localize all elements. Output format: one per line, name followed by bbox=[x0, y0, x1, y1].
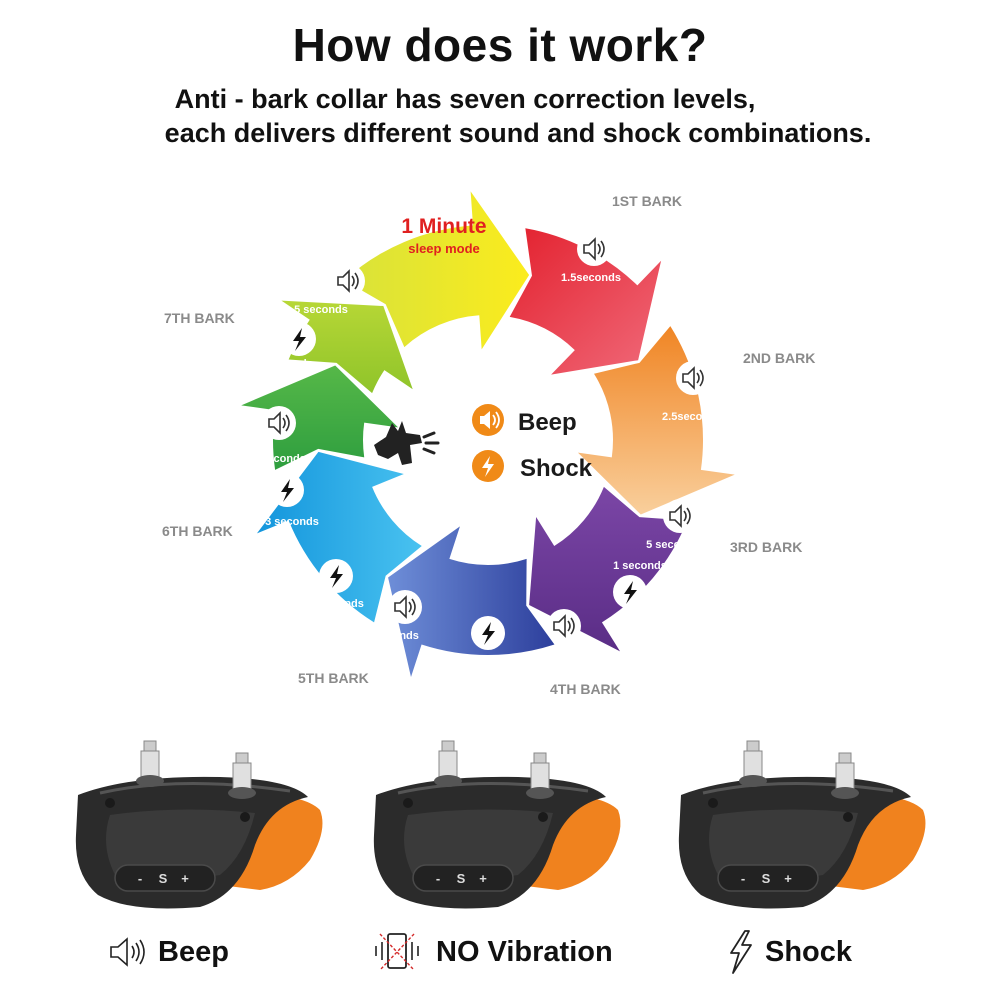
collar-device-beep: - S + bbox=[70, 735, 330, 915]
collar-button-label: - bbox=[138, 871, 142, 886]
mode-shock: Shock bbox=[725, 930, 852, 974]
bark-4-label: 4TH BARK bbox=[550, 681, 621, 697]
bark-7-shock-icon bbox=[282, 322, 316, 356]
bark-1-beep-duration: 1.5seconds bbox=[561, 272, 621, 284]
bark-6-beep-duration: 5 seconds bbox=[252, 453, 306, 465]
bark-1-arrow bbox=[509, 228, 662, 375]
barking-dog-icon bbox=[374, 421, 440, 465]
mode-beep-label: Beep bbox=[158, 935, 229, 968]
bark-4-arrow bbox=[388, 526, 555, 678]
collar-button-label: + bbox=[181, 871, 189, 886]
mode-shock-label: Shock bbox=[765, 935, 853, 968]
bark-7-label: 7TH BARK bbox=[164, 310, 235, 326]
bark-5-label: 5TH BARK bbox=[298, 670, 369, 686]
mode-no-vibration-label: NO Vibration bbox=[436, 935, 613, 968]
bark-4-beep-icon bbox=[547, 609, 581, 643]
collar-device-shock: - S + bbox=[673, 735, 933, 915]
bark-2-arrow bbox=[577, 326, 735, 515]
bark-1-beep-icon bbox=[577, 232, 611, 266]
bark-3-shock-icon bbox=[613, 575, 647, 609]
bark-3-shock-duration: 1 seconds bbox=[613, 560, 667, 572]
sleep-mode-label: sleep mode bbox=[408, 241, 480, 256]
sleep-duration-label: 1 Minute bbox=[401, 215, 486, 238]
bark-3-beep-duration: 5 seconds bbox=[646, 539, 700, 551]
bark-1-label: 1ST BARK bbox=[612, 193, 682, 209]
mode-beep: Beep bbox=[108, 930, 229, 974]
bark-3-beep-icon bbox=[663, 499, 697, 533]
bark-2-label: 2ND BARK bbox=[743, 350, 815, 366]
bark-7-shock-duration: 4 seconds bbox=[259, 358, 313, 370]
bark-6-arrow bbox=[241, 365, 399, 470]
legend-shock-icon bbox=[472, 450, 504, 482]
no-vibration-icon bbox=[375, 933, 419, 971]
bark-cycle-diagram: 1 Minute sleep mode 1.5seconds 1ST BARK 2.5s… bbox=[162, 191, 815, 697]
bark-6-label: 6TH BARK bbox=[162, 523, 233, 539]
page-title: How does it work? bbox=[292, 19, 708, 71]
legend-beep-icon bbox=[472, 404, 504, 436]
sleep-mode-arrow bbox=[344, 191, 530, 350]
legend-shock-label: Shock bbox=[520, 455, 593, 482]
bark-7-beep-icon bbox=[331, 264, 365, 298]
subtitle-line-1: Anti - bark collar has seven correction … bbox=[174, 84, 756, 114]
mode-no-vibration: NO Vibration bbox=[368, 930, 613, 974]
bark-5-beep-icon bbox=[388, 590, 422, 624]
collar-device-no-vibration: - S + bbox=[368, 735, 628, 915]
bark-4-shock-duration: 1.5 seconds bbox=[461, 655, 524, 667]
collar-button-label: S bbox=[159, 871, 168, 886]
bark-5-beep-duration: 5 seconds bbox=[365, 630, 419, 642]
bark-3-label: 3RD BARK bbox=[730, 539, 802, 555]
lightning-outline-icon bbox=[730, 930, 752, 974]
bark-7-arrow bbox=[281, 300, 413, 394]
collar-button-label: - bbox=[436, 871, 440, 886]
speaker-outline-icon bbox=[110, 937, 145, 967]
collar-button-label: + bbox=[479, 871, 487, 886]
collar-button-label: S bbox=[457, 871, 466, 886]
bark-5-shock-icon bbox=[319, 559, 353, 593]
bark-4-shock-icon bbox=[471, 616, 505, 650]
bark-5-shock-duration: 2 seconds bbox=[310, 598, 364, 610]
bark-7-beep-duration: 5 seconds bbox=[294, 304, 348, 316]
collar-button-label: - bbox=[741, 871, 745, 886]
bark-6-beep-icon bbox=[262, 406, 296, 440]
bark-4-beep-duration: 5 seconds bbox=[534, 651, 588, 663]
collar-button-label: + bbox=[784, 871, 792, 886]
cycle-labels: 1 Minute sleep mode 1.5seconds 1ST BARK 2.5s… bbox=[162, 193, 815, 697]
cycle-arrows bbox=[241, 191, 735, 678]
collar-button-label: S bbox=[762, 871, 771, 886]
bark-6-shock-duration: 3 seconds bbox=[265, 516, 319, 528]
subtitle-line-2: each delivers different sound and shock … bbox=[164, 118, 872, 148]
bark-6-shock-icon bbox=[270, 473, 304, 507]
center-legend: Beep Shock bbox=[374, 404, 593, 482]
bark-2-beep-icon bbox=[676, 361, 710, 395]
legend-beep-label: Beep bbox=[518, 409, 577, 436]
cycle-badges bbox=[262, 232, 710, 650]
bark-2-beep-duration: 2.5seconds bbox=[662, 411, 722, 423]
